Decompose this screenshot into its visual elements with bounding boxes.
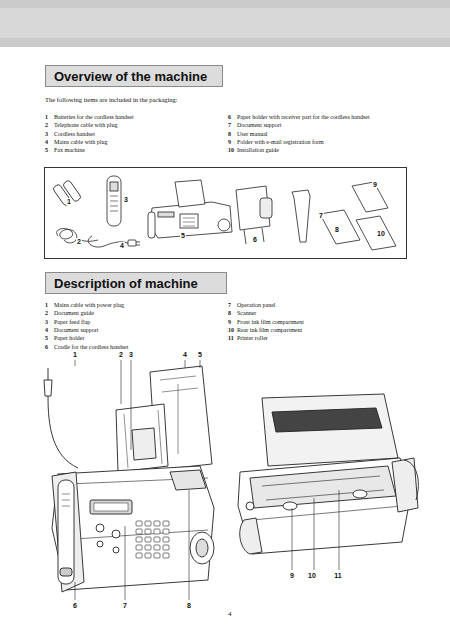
section-heading: Description of machine [45,272,227,294]
callout-number: 7 [122,602,128,609]
package-items [52,176,396,250]
item-number: 1 [45,114,48,120]
item-text: Mains cable with power plug [54,302,124,308]
callout-number: 5 [197,351,203,358]
item-number: 2 [45,122,48,128]
callout-number: 5 [180,232,186,239]
package-frame [45,168,407,259]
item-number: 11 [228,335,234,341]
callout-number: 8 [186,602,192,609]
callout-number: 11 [333,572,342,579]
item-number: 10 [228,327,234,333]
item-number: 9 [228,319,231,325]
fax-machine-front [44,366,214,592]
item-text: Document support [237,122,282,128]
item-text: Fax machine [54,147,85,153]
callout-number: 10 [307,572,317,579]
item-text: Paper holder with receiver part for the … [237,114,370,120]
item-text: Mains cable with plug [54,139,108,145]
item-number: 9 [228,139,231,145]
item-number: 6 [45,344,48,350]
item-number: 3 [45,131,48,137]
item-text: Cordless handset [54,131,95,137]
heading-text: Overview of the machine [54,69,207,84]
item-text: Printer roller [237,335,268,341]
item-number: 8 [228,310,231,316]
item-text: User manual [237,131,268,137]
section-heading: Overview of the machine [45,65,223,87]
callout-number: 2 [76,238,82,245]
callout-number: 6 [72,602,78,609]
callout-number: 2 [118,351,124,358]
callout-number: 9 [372,181,378,188]
item-text: Paper holder [54,335,85,341]
leader-lines [75,360,339,600]
callout-number: 1 [66,198,72,205]
item-number: 3 [45,319,48,325]
item-text: Installation guide [237,147,279,153]
item-text: Folder with e-mail registration form [237,139,324,145]
item-text: Telephone cable with plug [54,122,117,128]
item-number: 7 [228,302,231,308]
top-band-stripe [0,8,450,38]
item-text: Batteries for the cordless handset [54,114,134,120]
item-text: Rear ink film compartment [237,327,302,333]
callout-number: 6 [252,236,258,243]
item-number: 5 [45,335,48,341]
callout-number: 10 [376,230,386,237]
fax-machine-open [238,394,418,554]
callout-number: 3 [123,196,129,203]
item-number: 2 [45,310,48,316]
callout-number: 8 [334,226,340,233]
top-band [0,0,450,47]
item-number: 6 [228,114,231,120]
item-text: Operation panel [237,302,275,308]
item-text: Cradle for the cordless handset [54,344,128,350]
item-text: Paper feed flap [54,319,90,325]
item-number: 8 [228,131,231,137]
item-text: Scanner [237,310,256,316]
item-number: 1 [45,302,48,308]
item-text: Document guide [54,310,94,316]
item-number: 4 [45,327,48,333]
item-text: Front ink film compartment [237,319,304,325]
callout-number: 3 [128,351,134,358]
heading-text: Description of machine [54,276,198,291]
intro-text: The following items are included in the … [45,97,178,104]
page-number: 4 [228,611,232,618]
callout-number: 7 [318,212,324,219]
callout-number: 4 [182,351,188,358]
callout-number: 1 [72,351,78,358]
item-number: 4 [45,139,48,145]
callout-number: 9 [289,572,295,579]
item-number: 10 [228,147,234,153]
item-number: 7 [228,122,231,128]
item-number: 5 [45,147,48,153]
item-text: Document support [54,327,99,333]
callout-number: 4 [119,242,125,249]
